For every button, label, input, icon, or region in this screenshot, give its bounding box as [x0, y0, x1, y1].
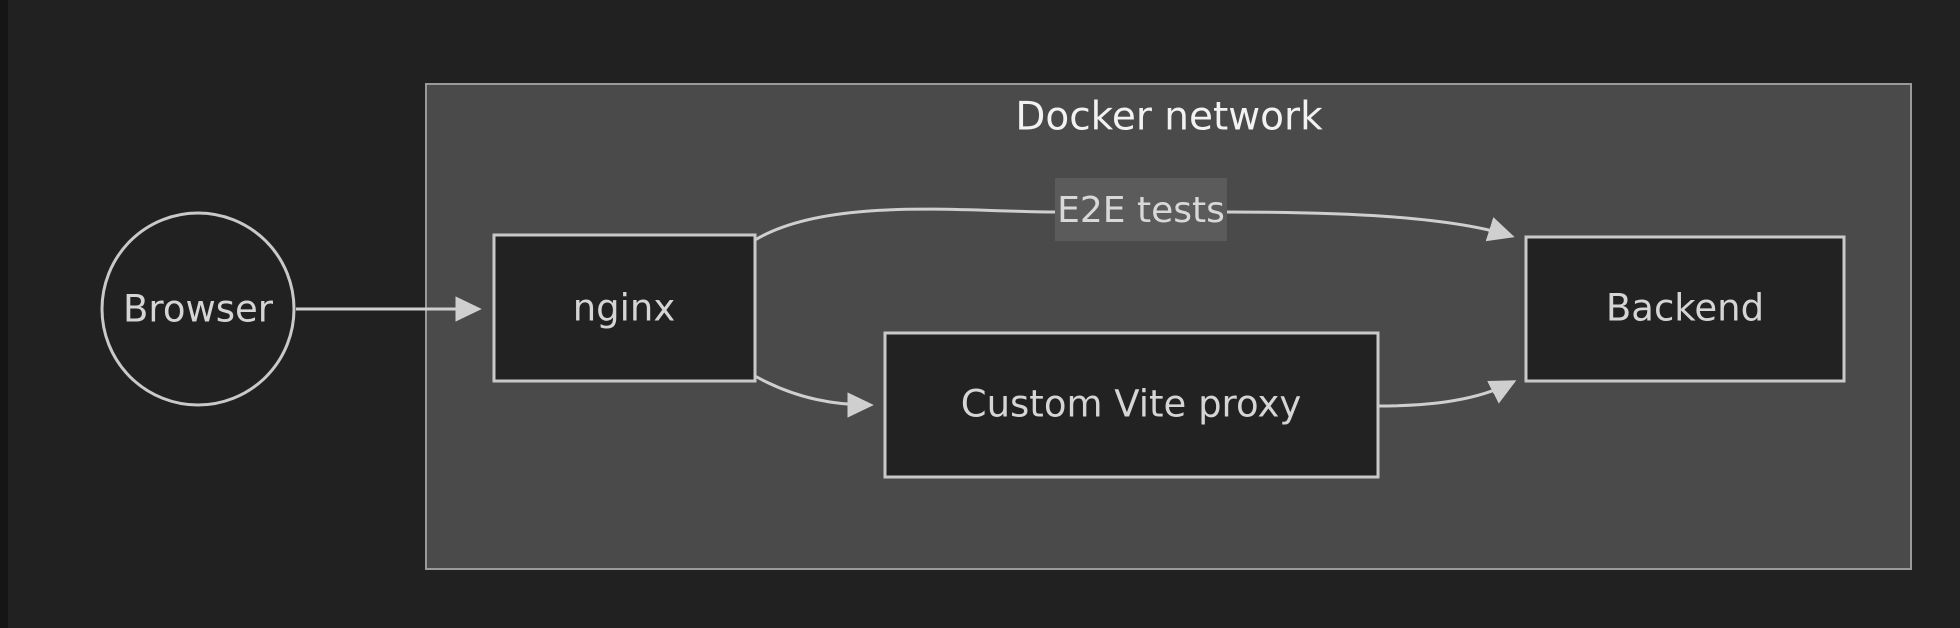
node-nginx[interactable]: nginx: [492, 233, 757, 383]
node-label-browser: Browser: [123, 288, 274, 331]
node-label-nginx: nginx: [573, 287, 676, 330]
node-browser[interactable]: Browser: [100, 211, 296, 407]
flowchart-svg: Docker network E2E tests Browser ngin: [100, 83, 1912, 570]
node-vite-proxy[interactable]: Custom Vite proxy: [883, 331, 1380, 479]
edge-nginx-to-backend: E2E tests: [754, 178, 1511, 241]
edge-line: [1377, 382, 1513, 408]
edge-line: [754, 374, 870, 405]
node-label-backend: Backend: [1606, 287, 1764, 330]
node-shape[interactable]: [883, 331, 1380, 479]
edge-nginx-to-vite-proxy: [754, 374, 870, 405]
edge-label-background: [1055, 178, 1227, 241]
node-shape[interactable]: [1524, 235, 1846, 383]
edge-vite-proxy-to-backend: [1377, 382, 1513, 408]
node-shape[interactable]: [492, 233, 757, 383]
node-backend[interactable]: Backend: [1524, 235, 1846, 383]
edge-label-e2e-tests: E2E tests: [1057, 190, 1225, 231]
cluster-title: Docker network: [1015, 95, 1323, 140]
node-shape[interactable]: [100, 211, 296, 407]
node-label-custom-vite-proxy: Custom Vite proxy: [961, 383, 1302, 426]
